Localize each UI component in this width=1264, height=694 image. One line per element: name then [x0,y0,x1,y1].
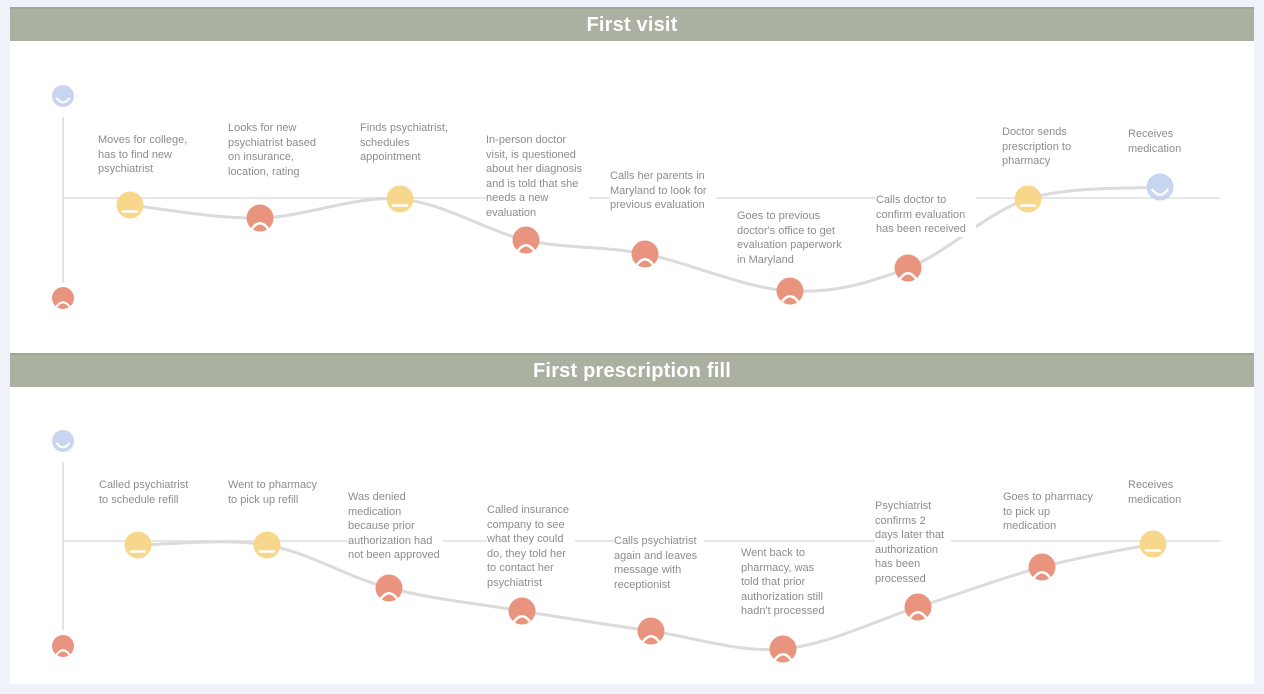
step-label: Goes to previous doctor's office to get … [737,209,851,267]
step-label: Calls her parents in Maryland to look fo… [610,169,716,213]
emotion-face-sad-icon [769,635,797,663]
step-label: Called insurance company to see what the… [487,503,575,590]
step-label: Went back to pharmacy, was told that pri… [741,546,833,619]
emotion-face-neutral-icon [116,191,144,219]
journey-svg [52,85,1220,309]
emotion-face-sad-icon [246,204,274,232]
step-label: In-person doctor visit, is questioned ab… [486,133,589,220]
emotion-face-sad-icon [904,593,932,621]
step-label: Went to pharmacy to pick up refill [228,478,320,507]
emotion-face-neutral-icon [124,531,152,559]
emotion-face-neutral-icon [1014,185,1042,213]
emotion-face-sad-icon [512,226,540,254]
step-label: Finds psychiatrist, schedules appointmen… [360,121,460,165]
emotion-face-sad-icon [1028,553,1056,581]
emotion-face-sad-icon [776,277,804,305]
step-label: Was denied medication because prior auth… [348,490,443,563]
axis-happy-face-icon [52,430,74,452]
step-label: Psychiatrist confirms 2 days later that … [875,499,951,586]
emotion-face-happy-icon [1146,173,1174,201]
emotion-face-sad-icon [894,254,922,282]
emotion-face-sad-icon [637,617,665,645]
axis-sad-face-icon [52,287,74,309]
step-label: Doctor sends prescription to pharmacy [1002,125,1084,169]
step-label: Called psychiatrist to schedule refill [99,478,199,507]
step-label: Looks for new psychiatrist based on insu… [228,121,328,179]
emotion-face-sad-icon [508,597,536,625]
emotion-face-neutral-icon [253,531,281,559]
axis-sad-face-icon [52,635,74,657]
journey-svg [52,430,1220,663]
journey-canvas-first-visit: Moves for college, has to find new psych… [10,41,1254,353]
step-label: Moves for college, has to find new psych… [98,133,198,177]
step-label: Calls psychiatrist again and leaves mess… [614,534,704,592]
step-label: Goes to pharmacy to pick up medication [1003,490,1095,534]
step-label: Receives medication [1128,127,1190,156]
emotion-face-neutral-icon [1139,530,1167,558]
section-title: First prescription fill [533,359,731,382]
section-header-first-prescription-fill: First prescription fill [10,353,1254,387]
step-label: Receives medication [1128,478,1190,507]
section-header-first-visit: First visit [10,7,1254,41]
section-title: First visit [586,13,678,36]
step-label: Calls doctor to confirm evaluation has b… [876,193,976,237]
emotion-face-neutral-icon [386,185,414,213]
emotion-face-sad-icon [375,574,403,602]
emotion-face-sad-icon [631,240,659,268]
axis-happy-face-icon [52,85,74,107]
